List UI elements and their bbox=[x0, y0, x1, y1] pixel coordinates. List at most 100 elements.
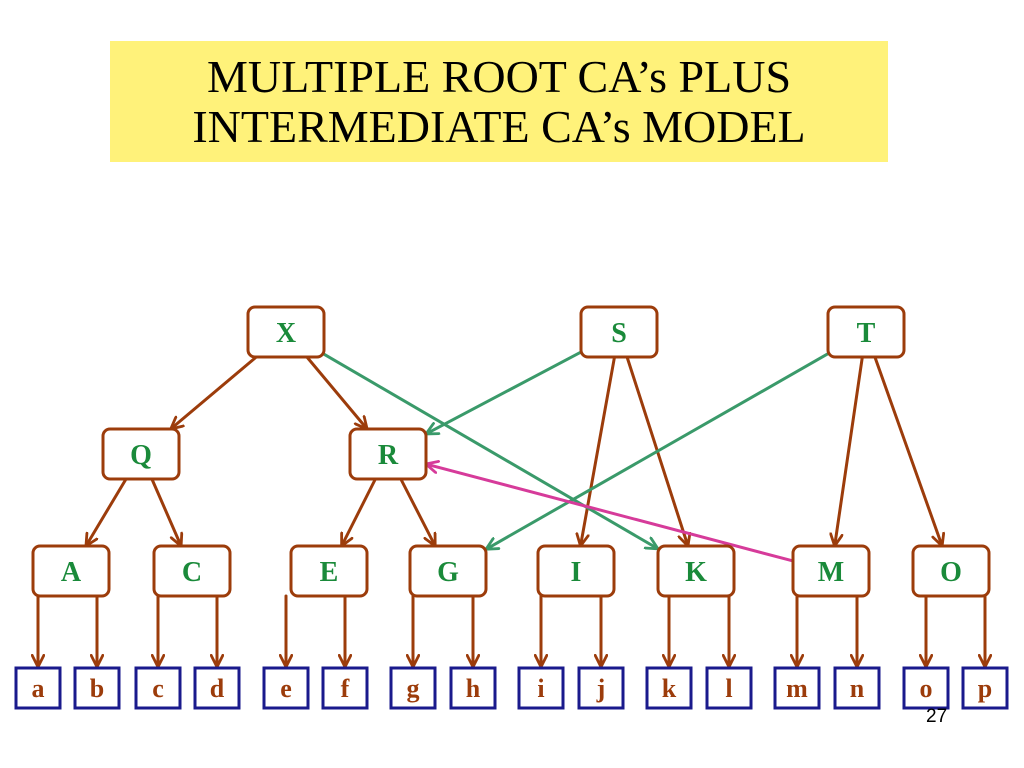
ca-label-M: M bbox=[818, 557, 844, 588]
user-rect-c bbox=[134, 666, 182, 710]
edge-S-to-I bbox=[580, 355, 617, 548]
ca-rect-E bbox=[289, 544, 369, 598]
user-rect-d bbox=[193, 666, 241, 710]
user-label-l: l bbox=[725, 674, 732, 703]
user-rect-p bbox=[961, 666, 1009, 710]
user-label-o: o bbox=[920, 674, 933, 703]
user-box-d: d bbox=[193, 666, 241, 710]
page-number: 27 bbox=[926, 706, 948, 727]
edge-X-to-R bbox=[305, 355, 369, 431]
ca-rect-R bbox=[348, 427, 428, 481]
user-label-d: d bbox=[210, 674, 225, 703]
user-box-k: k bbox=[645, 666, 693, 710]
ca-box-K: K bbox=[656, 544, 736, 598]
user-rect-a bbox=[14, 666, 62, 710]
ca-label-I: I bbox=[571, 557, 582, 588]
edge-R-to-E bbox=[340, 477, 377, 548]
ca-rect-Q bbox=[101, 427, 181, 481]
ca-rect-K bbox=[656, 544, 736, 598]
user-box-j: j bbox=[577, 666, 625, 710]
edge-T-to-O bbox=[873, 355, 942, 548]
ca-rect-A bbox=[31, 544, 111, 598]
edge-T-to-M bbox=[835, 355, 864, 548]
user-label-h: h bbox=[466, 674, 481, 703]
ca-rect-X bbox=[246, 305, 326, 359]
ca-label-O: O bbox=[940, 557, 962, 588]
ca-box-S: S bbox=[579, 305, 659, 359]
user-label-e: e bbox=[280, 674, 292, 703]
user-label-j: j bbox=[596, 674, 606, 703]
user-box-l: l bbox=[705, 666, 753, 710]
user-rect-b bbox=[73, 666, 121, 710]
cross-edge-S-to-R bbox=[424, 350, 583, 436]
user-label-p: p bbox=[978, 674, 992, 703]
user-label-f: f bbox=[341, 674, 350, 703]
user-label-b: b bbox=[90, 674, 104, 703]
ca-label-T: T bbox=[857, 318, 876, 349]
user-rect-f bbox=[321, 666, 369, 710]
ca-label-G: G bbox=[437, 557, 459, 588]
user-rect-e bbox=[262, 666, 310, 710]
user-rect-i bbox=[517, 666, 565, 710]
user-label-m: m bbox=[786, 674, 808, 703]
ca-label-E: E bbox=[320, 557, 339, 588]
cross-edge-T-to-G bbox=[484, 352, 830, 551]
edge-Q-to-C bbox=[150, 477, 181, 548]
slide-title-line-2: INTERMEDIATE CA’s MODEL bbox=[192, 100, 806, 152]
ca-box-G: G bbox=[408, 544, 488, 598]
user-box-a: a bbox=[14, 666, 62, 710]
user-label-g: g bbox=[407, 674, 420, 703]
user-box-n: n bbox=[833, 666, 881, 710]
ca-rect-I bbox=[536, 544, 616, 598]
ca-box-Q: Q bbox=[101, 427, 181, 481]
user-label-n: n bbox=[850, 674, 865, 703]
user-rect-j bbox=[577, 666, 625, 710]
ca-box-A: A bbox=[31, 544, 111, 598]
user-rect-n bbox=[833, 666, 881, 710]
ca-label-R: R bbox=[378, 440, 399, 471]
user-rect-h bbox=[449, 666, 497, 710]
ca-rect-T bbox=[826, 305, 906, 359]
ca-rect-M bbox=[791, 544, 871, 598]
cross-edge-M-to-R bbox=[424, 464, 795, 563]
user-box-c: c bbox=[134, 666, 182, 710]
ca-box-E: E bbox=[289, 544, 369, 598]
ca-box-C: C bbox=[152, 544, 232, 598]
ca-label-X: X bbox=[276, 318, 296, 349]
user-rect-m bbox=[773, 666, 821, 710]
slide-title-box: MULTIPLE ROOT CA’s PLUS INTERMEDIATE CA’… bbox=[110, 41, 888, 162]
ca-box-O: O bbox=[911, 544, 991, 598]
user-box-e: e bbox=[262, 666, 310, 710]
user-label-k: k bbox=[662, 674, 677, 703]
edges-layer bbox=[38, 350, 985, 669]
ca-label-K: K bbox=[685, 557, 707, 588]
user-label-a: a bbox=[32, 674, 45, 703]
edge-Q-to-A bbox=[84, 477, 128, 548]
user-rect-o bbox=[902, 666, 950, 710]
ca-box-M: M bbox=[791, 544, 871, 598]
ca-box-X: X bbox=[246, 305, 326, 359]
cross-edge-X-to-K bbox=[322, 352, 660, 551]
ca-rect-G bbox=[408, 544, 488, 598]
ca-label-S: S bbox=[611, 318, 627, 349]
user-label-i: i bbox=[537, 674, 544, 703]
user-box-h: h bbox=[449, 666, 497, 710]
ca-box-T: T bbox=[826, 305, 906, 359]
ca-box-R: R bbox=[348, 427, 428, 481]
ca-rect-O bbox=[911, 544, 991, 598]
user-box-m: m bbox=[773, 666, 821, 710]
ca-rect-S bbox=[579, 305, 659, 359]
user-box-i: i bbox=[517, 666, 565, 710]
user-box-g: g bbox=[389, 666, 437, 710]
ca-box-I: I bbox=[536, 544, 616, 598]
user-rect-k bbox=[645, 666, 693, 710]
edge-R-to-G bbox=[399, 477, 437, 548]
user-box-f: f bbox=[321, 666, 369, 710]
ca-label-Q: Q bbox=[130, 440, 152, 471]
ca-label-A: A bbox=[61, 557, 82, 588]
ca-rect-C bbox=[152, 544, 232, 598]
user-rect-g bbox=[389, 666, 437, 710]
edge-X-to-Q bbox=[169, 355, 258, 431]
